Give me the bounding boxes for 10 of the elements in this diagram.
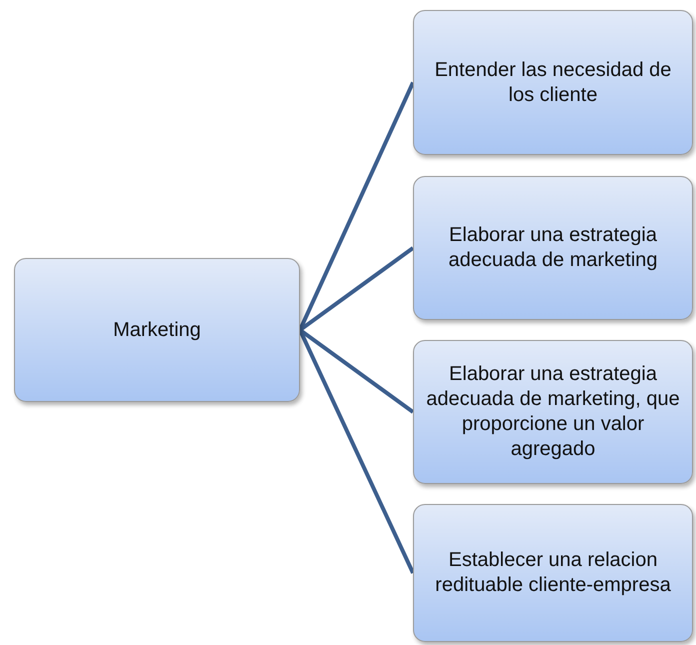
box-text: Elaborar una estrategia adecuada de marketing [447,223,659,273]
rounded-box [413,340,693,484]
box-text: Marketing [113,318,201,342]
box-text: Elaborar una estrategia adecuada de marketing, que proporcione un valor agregado [425,362,681,462]
rounded-box [413,10,693,155]
rounded-box [14,258,300,402]
rounded-box [413,176,693,320]
box-text: Entender las necesidad de los cliente [434,58,672,108]
rounded-box [413,504,693,642]
box-text: Establecer una relacion redituable cliente-empresa [434,548,672,598]
